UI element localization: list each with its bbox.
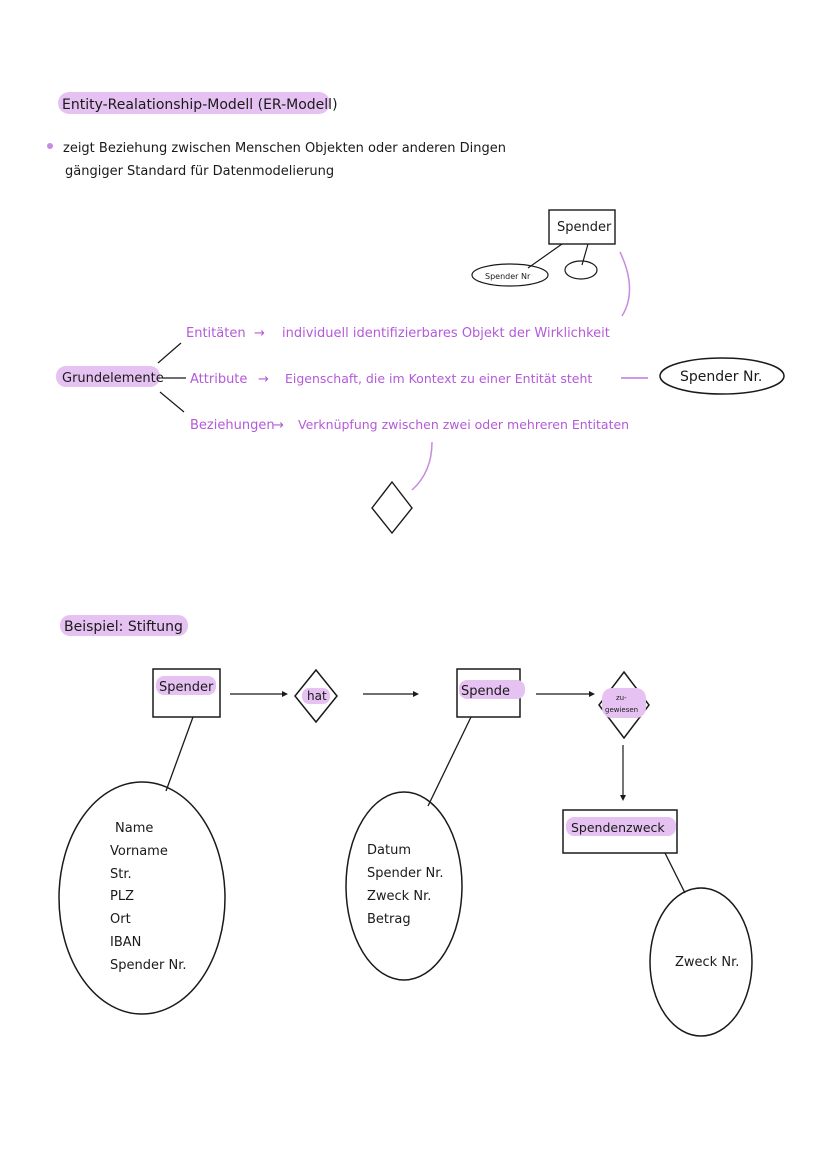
branch-line-bottom — [159, 391, 185, 413]
spender-entity-label: Spender — [159, 680, 214, 695]
grundelemente-label: Grundelemente — [62, 371, 164, 386]
spender-attr-vorname: Vorname — [110, 844, 168, 859]
intro-line-1: zeigt Beziehung zwischen Menschen Objekt… — [63, 141, 506, 156]
spender-attr-iban: IBAN — [110, 935, 141, 950]
spendenzweck-entity-box — [562, 809, 678, 854]
beziehungen-term: Beziehungen — [190, 418, 275, 433]
legend-line-1 — [527, 243, 563, 269]
hat-label-highlight — [302, 688, 330, 704]
relationship-diamond-example — [371, 480, 413, 535]
title-highlight — [58, 92, 330, 114]
legend-entity-label: Spender — [557, 220, 612, 235]
spende-attr-betrag: Betrag — [367, 912, 411, 927]
beziehungen-curve — [411, 441, 433, 491]
spender-attr-str: Str. — [110, 867, 132, 882]
beziehungen-desc: Verknüpfung zwischen zwei oder mehreren … — [298, 417, 629, 432]
legend-purple-curve — [619, 251, 631, 317]
hat-relationship-diamond — [294, 668, 338, 724]
entitaeten-desc: individuell identifizierbares Objekt der… — [282, 326, 610, 341]
zugewiesen-label-highlight — [602, 688, 646, 718]
spender-attr-ort: Ort — [110, 912, 131, 927]
hat-relationship-label: hat — [307, 689, 327, 703]
arrowhead-icon — [282, 691, 288, 697]
grundelemente-highlight — [56, 366, 160, 387]
spender-attr-plz: PLZ — [110, 889, 134, 904]
spendenzweck-entity-label: Spendenzweck — [571, 820, 665, 835]
spende-label-highlight — [459, 680, 525, 699]
attribute-example-label: Spender Nr. — [680, 369, 762, 385]
spende-entity-label: Spende — [461, 684, 510, 699]
spendenzweck-label-highlight — [566, 817, 676, 836]
arrowhead-icon — [620, 795, 626, 801]
entitaeten-term: Entitäten — [186, 326, 246, 341]
spender-label-highlight — [156, 676, 216, 695]
legend-attribute-oval — [471, 263, 549, 287]
spendenzweck-attributes-oval — [649, 887, 753, 1037]
spendenzweck-attr-zweck-nr: Zweck Nr. — [675, 955, 739, 970]
attribute-desc: Eigenschaft, die im Kontext zu einer Ent… — [285, 371, 592, 386]
spendenzweck-to-attributes — [664, 852, 686, 894]
spender-entity-box — [152, 668, 221, 718]
arrowhead-icon — [413, 691, 419, 697]
page-title: Entity-Realationship-Modell (ER-Modell) — [62, 97, 338, 113]
spende-attr-zweck-nr: Zweck Nr. — [367, 889, 431, 904]
legend-attribute-label: Spender Nr — [485, 272, 531, 281]
beispiel-title: Beispiel: Stiftung — [64, 619, 183, 635]
attribute-arrow: → — [258, 372, 269, 387]
spende-to-attributes — [427, 716, 472, 807]
intro-line-2: gängiger Standard für Datenmodelierung — [65, 164, 334, 179]
bullet-icon — [47, 143, 53, 149]
legend-small-oval — [564, 260, 598, 280]
beziehungen-arrow: → — [273, 418, 284, 433]
beispiel-highlight — [60, 615, 188, 636]
spender-attr-name: Name — [115, 821, 153, 836]
spende-attr-datum: Datum — [367, 843, 411, 858]
spender-to-attributes — [165, 716, 194, 792]
attribute-term: Attribute — [190, 372, 247, 387]
attribute-example-oval — [659, 357, 785, 395]
spende-attributes-oval — [345, 791, 463, 981]
zugewiesen-label-line-2: gewiesen — [605, 706, 638, 714]
branch-line-top — [157, 342, 182, 364]
arrowhead-icon — [589, 691, 595, 697]
zugewiesen-label-line-1: zu- — [616, 694, 627, 702]
entitaeten-arrow: → — [254, 326, 265, 341]
legend-entity-box — [548, 209, 616, 245]
spender-attr-spender-nr: Spender Nr. — [110, 958, 186, 973]
spende-attr-spender-nr: Spender Nr. — [367, 866, 443, 881]
spender-attributes-oval — [58, 781, 226, 1015]
